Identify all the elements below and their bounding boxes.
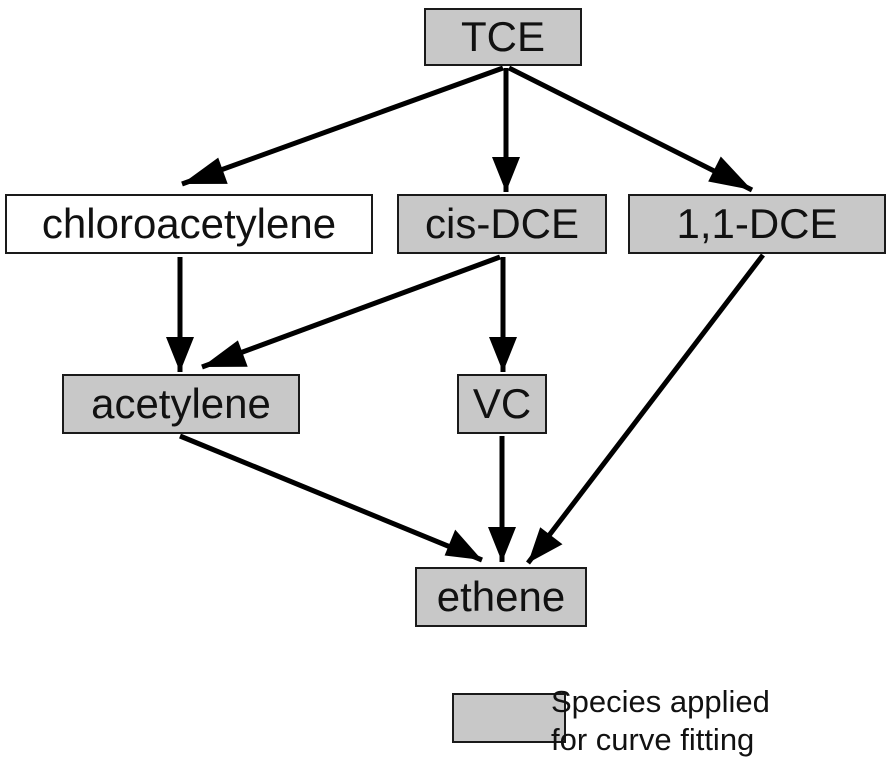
node-tce: TCE bbox=[424, 8, 582, 66]
arrowhead-icon bbox=[182, 157, 228, 184]
edge-acetylene-ethene bbox=[179, 433, 483, 563]
legend-line-1: Species applied bbox=[551, 684, 770, 719]
edge-tce-11dce bbox=[507, 65, 754, 193]
arrowhead-icon bbox=[489, 337, 517, 372]
arrowhead-icon bbox=[488, 527, 516, 562]
node-ethene: ethene bbox=[415, 567, 587, 627]
arrowhead-icon bbox=[202, 340, 248, 367]
legend-line-2: for curve fitting bbox=[551, 722, 755, 757]
arrowhead-icon bbox=[492, 157, 520, 192]
node-acetylene: acetylene bbox=[62, 374, 300, 434]
arrowhead-icon bbox=[166, 337, 194, 372]
arrowhead-icon bbox=[708, 156, 752, 190]
node-cis-dce: cis-DCE bbox=[397, 194, 607, 254]
arrowhead-icon bbox=[444, 529, 482, 560]
edge-tce-chloroacetylene bbox=[181, 65, 504, 187]
arrowhead-icon bbox=[528, 527, 563, 563]
node-vc: VC bbox=[457, 374, 547, 434]
legend-label: Species applied for curve fitting bbox=[551, 683, 770, 759]
node-1-1-dce: 1,1-DCE bbox=[628, 194, 886, 254]
edge-11dce-ethene bbox=[526, 253, 765, 565]
edge-cisdce-acetylene bbox=[201, 254, 501, 370]
legend-swatch bbox=[452, 693, 566, 743]
node-chloroacetylene: chloroacetylene bbox=[5, 194, 373, 254]
